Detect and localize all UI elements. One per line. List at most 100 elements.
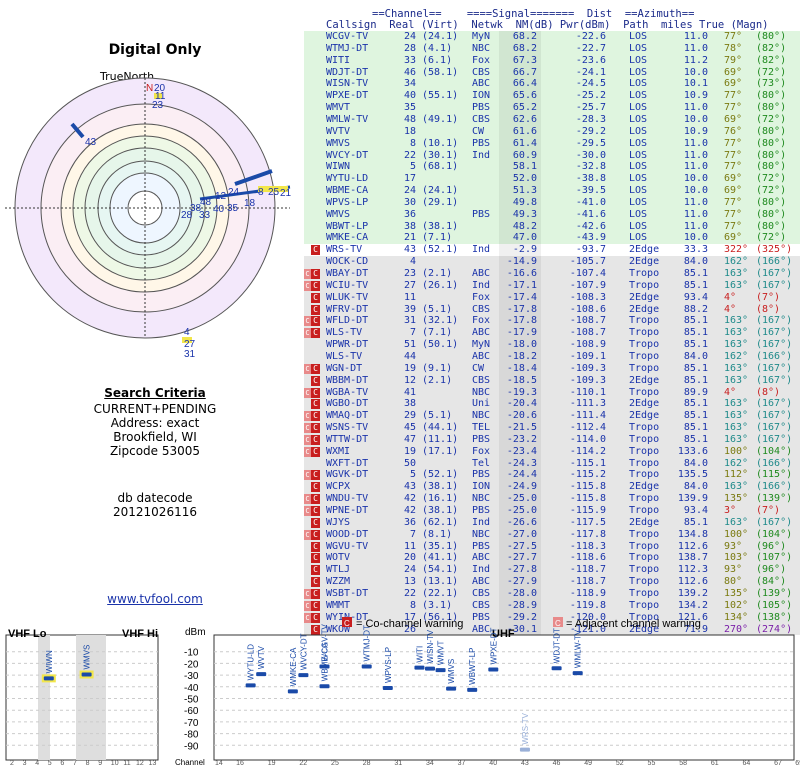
adjacent-warning-icon: C [304, 280, 311, 291]
cell-m: (8°) [756, 303, 781, 315]
cell-t: 163° [724, 279, 749, 291]
site-link[interactable]: www.tvfool.com [107, 592, 203, 606]
cell-c: WISN-TV [326, 78, 369, 90]
nm-cell-bg [499, 422, 541, 434]
polar-label: 11 [155, 91, 166, 102]
cell-nm: 62.6 [512, 113, 537, 125]
cell-m: (72°) [756, 113, 787, 125]
cell-p: -108.7 [569, 315, 606, 327]
cell-nm: -17.8 [506, 315, 537, 327]
cell-path: LOS [629, 113, 648, 125]
cell-p: -108.7 [569, 327, 606, 339]
cell-c: WLS-TV [326, 327, 363, 339]
polar-highlight-31 [182, 337, 192, 343]
polar-label: 33 [199, 210, 211, 221]
cell-nm: -2.9 [512, 244, 537, 256]
cell-nm: -29.2 [506, 611, 537, 623]
cell-path: Tropo [629, 564, 660, 576]
polar-label: 24 [228, 187, 240, 198]
signal-bar [572, 671, 583, 676]
cell-nm: 49.3 [512, 208, 537, 220]
cell-d: 139.2 [677, 587, 708, 599]
cell-r: 46 [403, 66, 416, 78]
nm-cell-bg [499, 78, 541, 91]
cell-path: 2Edge [629, 374, 660, 386]
cell-path: Tropo [629, 587, 660, 599]
cell-m: (80°) [756, 125, 787, 137]
cell-m: (72°) [756, 232, 787, 244]
adjacent-warning-icon: C [304, 434, 311, 445]
nm-cell-bg [499, 54, 541, 67]
nm-cell-bg [499, 303, 541, 316]
cell-p: -30.0 [575, 149, 606, 161]
adjacent-warning-icon: C [304, 423, 311, 434]
cell-n: PBS [472, 208, 491, 220]
cell-m: (80°) [756, 137, 787, 149]
cell-m: (84°) [756, 576, 787, 588]
nm-cell-bg [499, 398, 541, 411]
adjacent-warning-icon: C [304, 612, 311, 623]
cell-path: Tropo [629, 433, 660, 445]
cell-t: 77° [724, 137, 743, 149]
cell-p: -112.4 [569, 422, 606, 434]
cell-t: 69° [724, 185, 743, 197]
cell-path: LOS [629, 232, 648, 244]
cell-v: (62.1) [422, 516, 459, 528]
cell-p: -118.3 [569, 540, 606, 552]
cell-nm: 58.1 [512, 161, 537, 173]
cell-v: (5.1) [422, 303, 453, 315]
cochannel-warning-icon: C [311, 588, 320, 599]
bar-label: WMVS [447, 659, 456, 684]
bar-label: WMKE-CA [289, 647, 298, 686]
signal-bar [43, 676, 54, 681]
cell-nm: -25.0 [506, 493, 537, 505]
cell-m: (167°) [756, 315, 793, 327]
cell-path: Tropo [629, 339, 660, 351]
cell-path: Tropo [629, 315, 660, 327]
cell-n: Fox [472, 291, 491, 303]
cell-r: 24 [403, 185, 416, 197]
cell-d: 84.0 [683, 256, 708, 268]
cell-nm: -24.4 [506, 469, 537, 481]
cell-nm: -27.5 [506, 540, 537, 552]
cell-d: 11.2 [683, 54, 708, 66]
bar-label: WCGV-TV [321, 623, 330, 661]
cochannel-warning-icon: C [311, 411, 320, 422]
cell-m: (104°) [756, 528, 793, 540]
signal-bar [467, 687, 478, 692]
cell-path: Tropo [629, 350, 660, 362]
cell-c: WBWT-LP [326, 220, 369, 232]
cell-path: Tropo [629, 576, 660, 588]
nm-cell-bg [499, 102, 541, 114]
cell-m: (167°) [756, 410, 793, 422]
adjacent-legend-c: C [555, 619, 561, 628]
cell-v: (2.1) [422, 374, 453, 386]
bar-label: WVTV [257, 645, 266, 669]
cell-d: 88.2 [683, 303, 708, 315]
adjacent-warning-icon: C [304, 506, 311, 516]
cell-d: 11.0 [683, 42, 708, 54]
cell-p: -39.5 [575, 185, 606, 197]
cell-c: WMKE-CA [326, 232, 369, 244]
cell-nm: -23.4 [506, 445, 537, 457]
cell-nm: -20.6 [506, 410, 537, 422]
cochannel-warning-icon: C [311, 423, 320, 434]
cell-c: WCIU-TV [326, 279, 369, 291]
nm-cell-bg [499, 623, 541, 636]
x-tick-uhf: 16 [236, 760, 244, 767]
cochannel-warning-icon: C [311, 399, 320, 410]
cell-d: 112.6 [677, 540, 708, 552]
nm-cell-bg [499, 576, 541, 588]
cell-v: (56.1) [422, 611, 459, 623]
polar-label: 25 [268, 187, 280, 198]
cell-n: ION [472, 481, 491, 493]
cell-p: -107.9 [569, 279, 606, 291]
cell-t: 76° [724, 125, 743, 137]
cochannel-warning-icon: C [311, 482, 320, 493]
cell-r: 21 [403, 232, 416, 244]
cell-path: LOS [629, 102, 648, 114]
